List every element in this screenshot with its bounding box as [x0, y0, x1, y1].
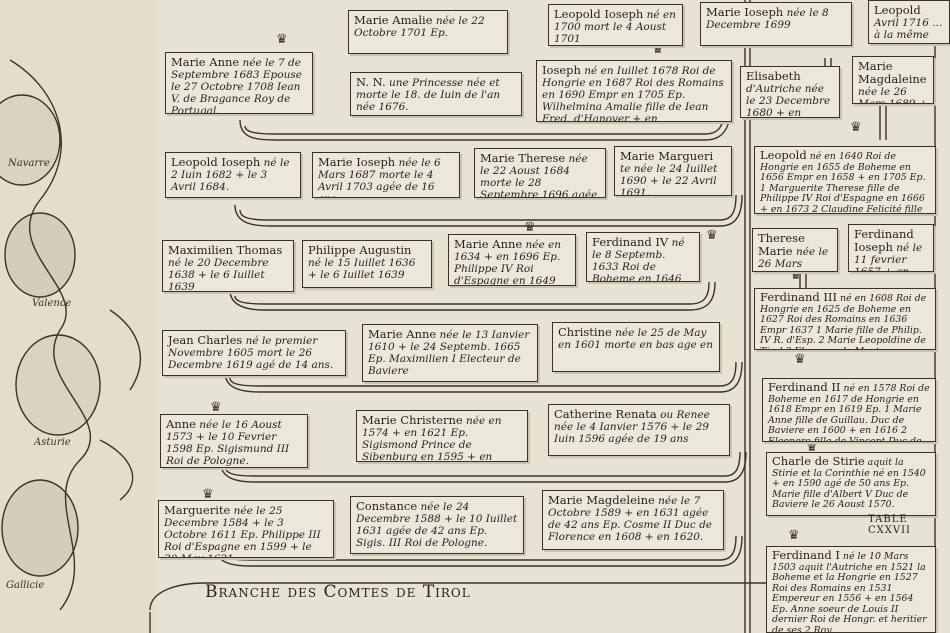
- person-box-leopold-1640: Leopold né en 1640 Roi de Hongrie en 165…: [754, 146, 936, 214]
- crown-icon: ♛: [788, 528, 800, 543]
- crown-icon: ♛: [210, 400, 222, 415]
- person-box-marie-christerne: Marie Christerne née en 1574 + en 1621 E…: [356, 410, 528, 462]
- crown-icon: ♛: [706, 228, 718, 243]
- person-box-marie-anne-1610: Marie Anne née le 13 Ianvier 1610 + le 2…: [362, 324, 538, 382]
- place-label-asturie: Asturie: [34, 437, 71, 448]
- crown-icon: ♛: [652, 42, 664, 57]
- crown-icon: ♛: [202, 487, 214, 502]
- table-label: TABLE CXXVII: [868, 514, 912, 536]
- person-box-marie-amalie: Marie Amalie née le 22 Octobre 1701 Ep.: [348, 10, 508, 54]
- crown-icon: ♛: [850, 120, 862, 135]
- person-box-constance: Constance née le 24 Decembre 1588 + le 1…: [350, 496, 524, 554]
- person-box-n-n-princesse: N. N. une Princesse née et morte le 18. …: [350, 72, 522, 116]
- person-box-ferdinand-ioseph: Ferdinand Ioseph né le 11 fevrier 1657 +…: [848, 224, 934, 272]
- person-box-marie-marguerite-1690: Marie Margueri te née le 24 Iuillet 1690…: [614, 146, 732, 196]
- person-box-therese-marie: Therese Marie née le 26 Mars 1652 + le 1…: [752, 228, 838, 272]
- crown-icon: ♛: [276, 32, 288, 47]
- person-box-philippe-augustin: Philippe Augustin né le 15 Iuillet 1636 …: [302, 240, 432, 288]
- person-box-ferdinand-iii: Ferdinand III né en 1608 Roi de Hongrie …: [754, 288, 936, 350]
- person-box-marie-ioseph-1699: Marie Ioseph née le 8 Decembre 1699: [700, 2, 852, 46]
- person-box-marie-therese-1684: Marie Therese née le 22 Aoust 1684 morte…: [474, 148, 606, 198]
- person-box-charle-de-stirie: Charle de Stirie aquit la Stirie et la C…: [766, 452, 936, 516]
- person-box-jean-charles: Jean Charles né le premier Novembre 1605…: [162, 330, 346, 376]
- person-box-anne-1573: Anne née le 16 Aoust 1573 + le 10 Fevrie…: [160, 414, 308, 468]
- person-box-leopold-1716: Leopold Avril 1716 ... à la même an: [868, 0, 950, 44]
- person-box-marie-magdaleine-1689: Marie Magdaleine née le 26 Mars 1689 + e…: [852, 56, 934, 104]
- person-box-ferdinand-iv: Ferdinand IV né le 8 Septemb. 1633 Roi d…: [586, 232, 700, 282]
- person-box-leopold-ioseph-1700: Leopold Ioseph né en 1700 mort le 4 Aous…: [548, 4, 683, 46]
- person-box-catherine-renata: Catherine Renata ou Renee née le 4 Ianvi…: [548, 404, 730, 456]
- person-box-ferdinand-i: Ferdinand I né le 10 Mars 1503 aquit l'A…: [766, 546, 936, 633]
- person-box-leopold-ioseph-1682: Leopold Ioseph né le 2 Iuin 1682 + le 3 …: [165, 152, 301, 198]
- place-label-navarre: Navarre: [8, 158, 50, 169]
- person-box-maximilien-thomas: Maximilien Thomas né le 20 Decembre 1638…: [162, 240, 294, 292]
- banner-title: Branche des Comtes de Tirol: [205, 582, 471, 602]
- person-box-marie-ioseph-1687: Marie Ioseph née le 6 Mars 1687 morte le…: [312, 152, 460, 198]
- place-label-gallicie: Gallicie: [6, 580, 45, 591]
- crown-icon: ♛: [790, 268, 802, 283]
- person-box-ferdinand-ii: Ferdinand II né en 1578 Roi de Boheme en…: [762, 378, 936, 442]
- person-box-marie-anne-1634: Marie Anne née en 1634 + en 1696 Ep. Phi…: [448, 234, 576, 286]
- person-box-elisabeth: Elisabeth d'Autriche née le 23 Decembre …: [740, 66, 840, 118]
- crown-icon: ♛: [794, 352, 806, 367]
- person-box-marguerite-1584: Marguerite née le 25 Decembre 1584 + le …: [158, 500, 334, 558]
- crown-icon: ♛: [806, 440, 818, 455]
- person-box-christine: Christine née le 25 de May en 1601 morte…: [552, 322, 720, 372]
- person-box-marie-anne-1683: Marie Anne née le 7 de Septembre 1683 Ep…: [165, 52, 313, 114]
- crown-icon: ♛: [524, 220, 536, 235]
- person-box-ioseph-1678: Ioseph né en Iuillet 1678 Roi de Hongrie…: [536, 60, 732, 122]
- place-label-valence: Valence: [32, 298, 72, 309]
- person-box-marie-magdeleine-1589: Marie Magdeleine née le 7 Octobre 1589 +…: [542, 490, 724, 550]
